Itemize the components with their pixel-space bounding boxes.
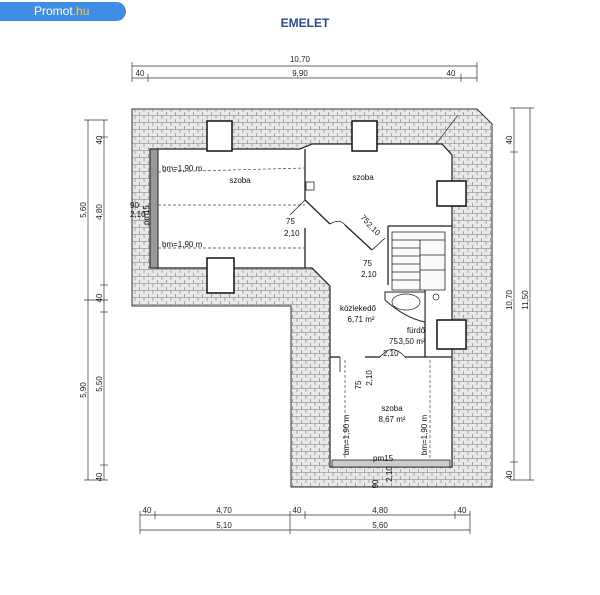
dim-left-inner-1: 40 [95,135,104,144]
note-bm-v1: bm=1,90 m [342,415,351,456]
dim-right-bottom: 40 [505,470,514,479]
note-door5-h: 2,10 [383,349,399,358]
note-pm-1: pm15 [142,204,151,225]
top-dimensions [131,62,478,82]
staircase [391,231,446,291]
dim-bottom-row2-2: 5,60 [372,521,388,530]
knee-wall-lines [157,167,431,467]
note-pm-2: pm15 [373,454,394,463]
brand-badge[interactable]: Promot.hu [0,2,126,21]
note-door3-h: 2,10 [361,270,377,279]
note-door4-w: 75 [354,380,363,389]
dim-top-mid: 9,90 [292,69,308,78]
interior [149,143,453,468]
note-door5-w: 75 [389,337,398,346]
ridge-line [435,114,459,145]
room-area-hall: 6,71 m² [347,315,374,324]
dim-left-outer-bottom: 5,90 [79,382,88,398]
brand-tld: .hu [72,4,90,18]
bottom-gable-window [331,459,451,468]
dim-bottom-2: 4,70 [216,506,232,515]
room-label-bedroom-bottom: szoba [381,404,403,413]
skylight-windows [206,120,467,350]
bathtub [384,291,440,323]
room-label-hall: közlekedő [340,304,377,313]
note-door3-w: 75 [363,259,372,268]
dim-bottom-4: 4,80 [372,506,388,515]
room-label-bedroom-top-left: szoba [229,176,251,185]
dim-right-outer: 11,50 [521,290,530,310]
dim-left-outer-top: 5,60 [79,202,88,218]
dim-left-inner-5: 40 [95,472,104,481]
note-win-left-h: 2,10 [130,210,146,219]
room-label-bath: fürdő [407,326,426,335]
note-door1-w: 75 [286,217,295,226]
dim-bottom-3: 40 [293,506,302,515]
note-bm-1: bm=1,90 m [162,164,203,173]
dim-right-top: 40 [505,135,514,144]
dim-top-left: 40 [136,69,145,78]
note-win-left-w: 90 [130,201,139,210]
note-bm-2: bm=1,90 m [162,240,203,249]
note-win-bottom-h: 2,10 [385,466,394,482]
note-door4-h: 2,10 [365,370,374,386]
room-label-bedroom-top-right: szoba [352,173,374,182]
brand-name: Promot [34,4,73,18]
note-door1-h: 2,10 [284,229,300,238]
dim-top-total: 10,70 [290,55,311,64]
plan-title: EMELET [281,16,330,30]
room-area-bedroom-bottom: 8,67 m² [378,415,405,424]
dim-bottom-1: 40 [143,506,152,515]
dim-right-inner: 10,70 [505,289,514,310]
dim-left-inner-4: 5,50 [95,376,104,392]
note-win-bottom-w: 90 [371,479,380,488]
left-dimensions [84,119,108,481]
chimney [305,181,315,191]
bottom-dimensions [139,511,471,534]
dim-bottom-row2-1: 5,10 [216,521,232,530]
room-area-bath: 3,50 m² [398,337,425,346]
dim-left-inner-2: 4,80 [95,204,104,220]
right-dimensions [510,107,534,481]
left-gable-window [149,148,159,269]
dim-left-inner-3: 40 [95,293,104,302]
dim-bottom-5: 40 [458,506,467,515]
dim-top-right: 40 [447,69,456,78]
note-bm-v2: bm=1,90 m [420,415,429,456]
